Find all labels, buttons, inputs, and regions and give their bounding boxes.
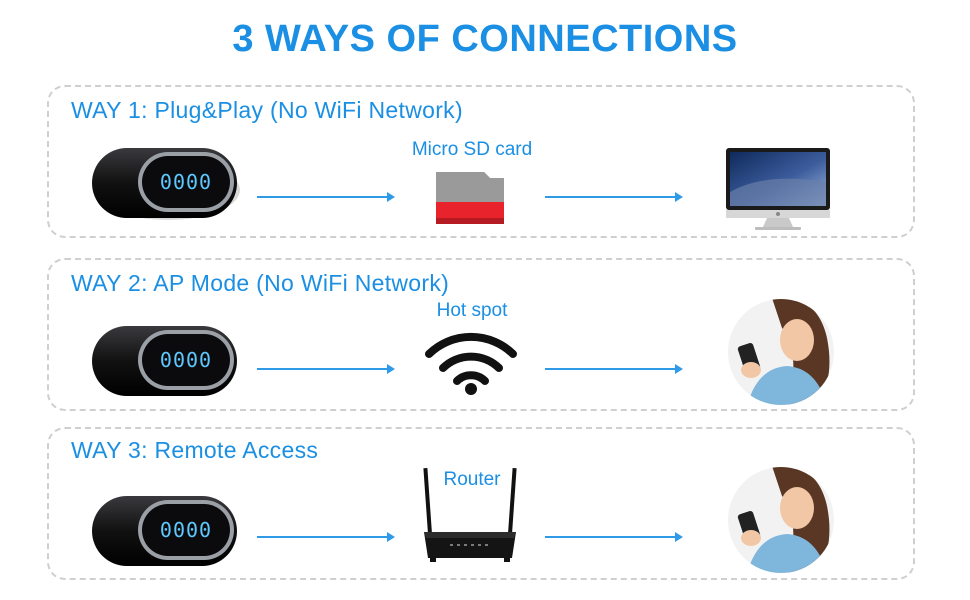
phone-user-icon [728, 467, 834, 573]
way-2-title: WAY 2: AP Mode (No WiFi Network) [71, 270, 450, 296]
way-1-middle-label: Micro SD card [411, 139, 533, 160]
clock-camera-icon: 0000 [92, 326, 237, 396]
clock-camera-icon: 0000 [92, 148, 240, 220]
way-1-title: WAY 1: Plug&Play (No WiFi Network) [71, 97, 463, 123]
way-2-middle-label: Hot spot [436, 300, 508, 321]
router-icon [423, 468, 517, 562]
way-2-arrow-2 [545, 364, 683, 374]
way-3-arrow-2 [545, 532, 683, 542]
micro-sd-card-icon [436, 172, 504, 224]
phone-user-icon [728, 299, 834, 405]
clock-digits: 0000 [160, 518, 212, 542]
wifi-icon [425, 332, 517, 395]
way-3-panel: WAY 3: Remote Access [47, 427, 915, 580]
way-2-panel: WAY 2: AP Mode (No WiFi Network) [47, 258, 915, 411]
way-1-arrow-1 [257, 192, 395, 202]
page-title: 3 WAYS OF CONNECTIONS [232, 18, 738, 60]
clock-digits: 0000 [160, 170, 212, 194]
way-1-panel: WAY 1: Plug&Play (No WiFi Network) [47, 85, 915, 238]
way-2-arrow-1 [257, 364, 395, 374]
way-3-title: WAY 3: Remote Access [71, 437, 319, 463]
way-3-arrow-1 [257, 532, 395, 542]
clock-digits: 0000 [160, 348, 212, 372]
clock-camera-icon: 0000 [92, 496, 237, 566]
way-3-middle-label: Router [443, 469, 501, 490]
way-1-arrow-2 [545, 192, 683, 202]
computer-monitor-icon [726, 148, 830, 230]
